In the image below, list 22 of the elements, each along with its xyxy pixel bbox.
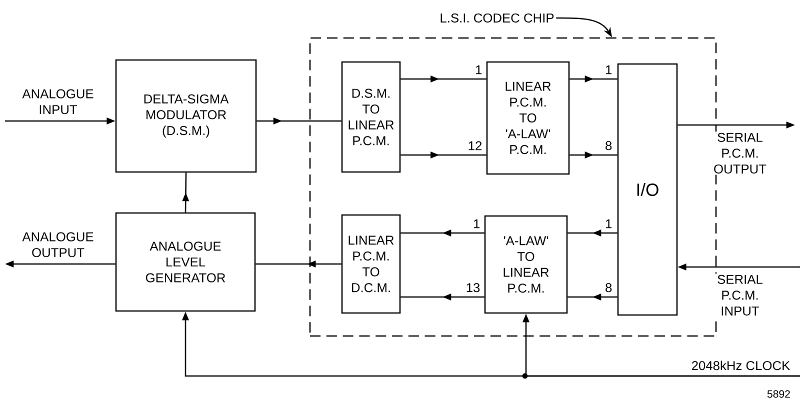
edge-label: 12 bbox=[466, 140, 484, 152]
edge-label: ANALOGUE OUTPUT bbox=[16, 231, 100, 258]
edge-label: ANALOGUE INPUT bbox=[16, 88, 100, 116]
block-box: D.S.M. TO LINEAR P.C.M. bbox=[341, 61, 401, 173]
edge-label: 2048kHz CLOCK bbox=[690, 360, 792, 372]
figure-number: 5892 bbox=[767, 390, 790, 398]
edge-label: SERIAL P.C.M. INPUT bbox=[706, 274, 774, 317]
edge-label: 1 bbox=[474, 64, 484, 76]
edge-label: 8 bbox=[604, 140, 614, 152]
edge-label: SERIAL P.C.M. OUTPUT bbox=[706, 132, 774, 175]
edge-label: 13 bbox=[464, 282, 482, 294]
edge-label: 1 bbox=[604, 64, 614, 76]
block-box: LINEAR P.C.M. TO 'A-LAW' P.C.M. bbox=[486, 61, 570, 175]
io-block: I/O bbox=[617, 63, 678, 316]
block-box: ANALOGUE LEVEL GENERATOR bbox=[115, 212, 256, 312]
block-box: LINEAR P.C.M. TO D.C.M. bbox=[341, 214, 401, 314]
block-box: 'A-LAW' TO LINEAR P.C.M. bbox=[484, 215, 568, 314]
edge-label: 8 bbox=[604, 282, 614, 294]
edge-label: 1 bbox=[604, 218, 614, 230]
block-box: DELTA-SIGMA MODULATOR (D.S.M.) bbox=[115, 59, 257, 173]
chip-label: L.S.I. CODEC CHIP bbox=[440, 13, 554, 23]
edge-label: 1 bbox=[472, 218, 482, 230]
